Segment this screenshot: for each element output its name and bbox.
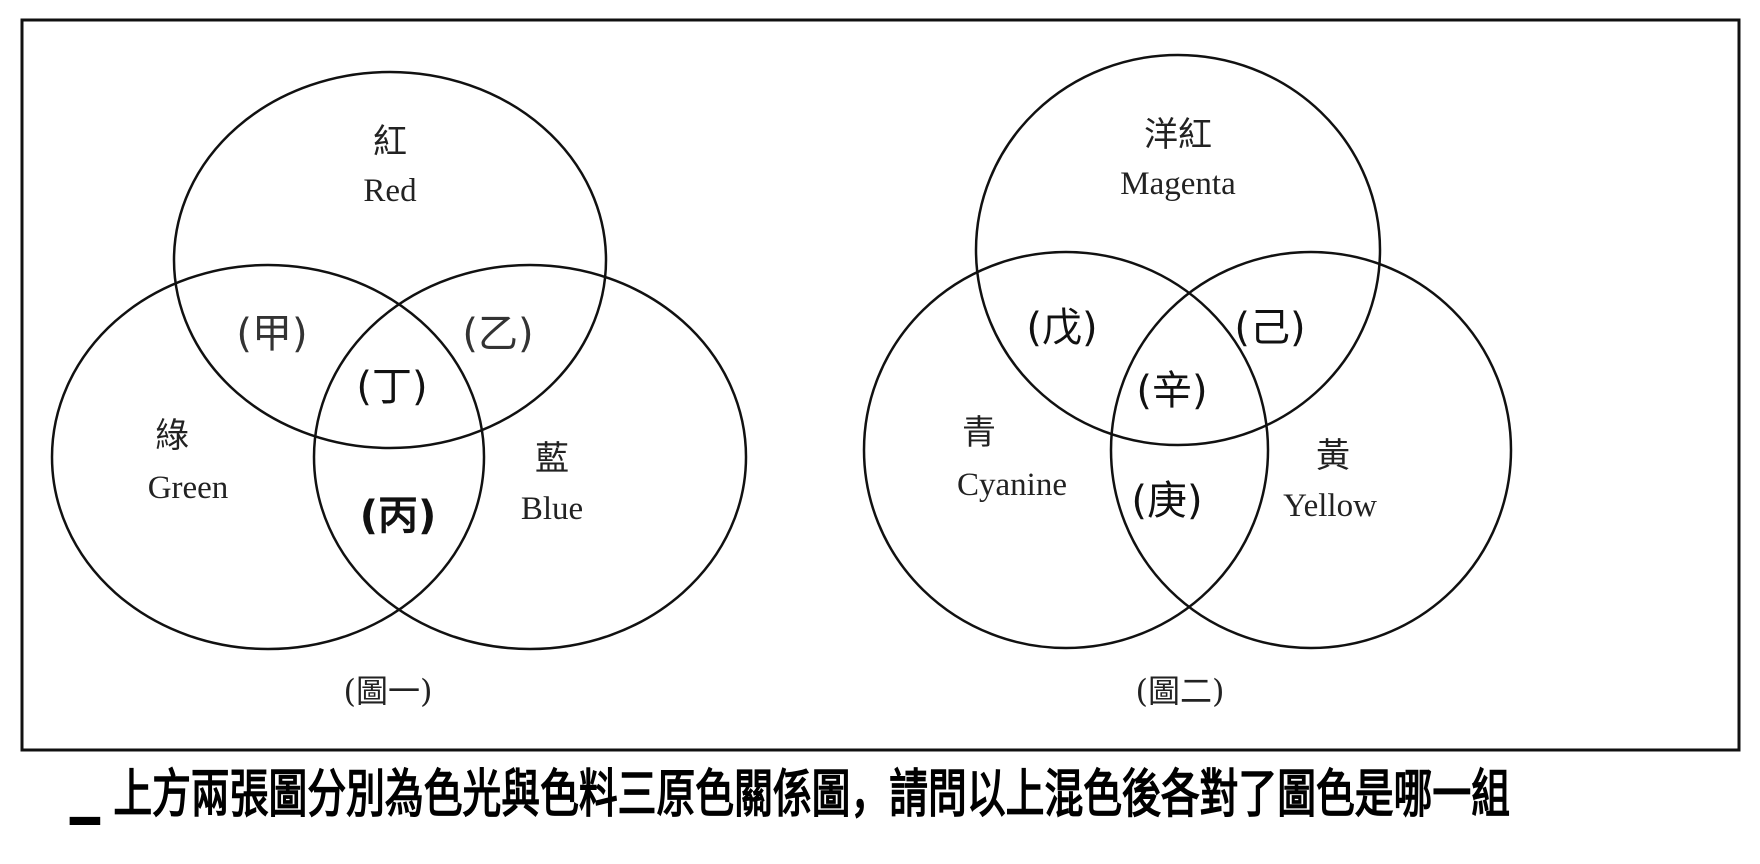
blue-label-zh: 藍 <box>535 439 569 479</box>
green-circle <box>50 263 486 651</box>
figure-two-caption: (圖二) <box>1136 672 1225 710</box>
red-label-en: Red <box>363 173 417 209</box>
cyan-label-en: Cyanine <box>957 467 1067 503</box>
region-label-ding: (丁) <box>356 364 427 410</box>
blue-label-en: Blue <box>521 491 583 527</box>
figure-one: 紅 Red 綠 Green 藍 Blue (甲) (乙) (丁) (丙) (圖一… <box>50 70 748 710</box>
region-label-ji: (己) <box>1234 305 1305 351</box>
region-label-bing: (丙) <box>360 493 437 539</box>
region-label-jia: (甲) <box>236 311 307 357</box>
figure-frame <box>20 18 1741 752</box>
yellow-circle <box>1109 250 1513 650</box>
cyan-circle <box>862 250 1270 650</box>
magenta-circle <box>974 53 1382 447</box>
yellow-label-en: Yellow <box>1283 488 1377 524</box>
green-label-zh: 綠 <box>155 416 189 456</box>
figure-two: 洋紅 Magenta 青 Cyanine 黃 Yellow (戊) (己) (辛… <box>862 53 1513 710</box>
region-label-geng: (庚) <box>1131 478 1202 524</box>
red-circle <box>172 70 608 450</box>
figure-one-caption: (圖一) <box>344 672 433 710</box>
region-label-yi: (乙) <box>462 311 533 357</box>
question-text: ▁ 上方兩張圖分別為色光與色料三原色關係圖，請問以上混色後各對了圖色是哪一組 <box>69 765 1510 825</box>
green-label-en: Green <box>148 470 229 506</box>
region-label-wu: (戊) <box>1026 305 1097 351</box>
blue-circle <box>312 263 748 651</box>
red-label-zh: 紅 <box>373 122 407 162</box>
yellow-label-zh: 黃 <box>1316 436 1350 476</box>
region-label-xin: (辛) <box>1136 368 1207 414</box>
magenta-label-zh: 洋紅 <box>1144 115 1212 155</box>
cyan-label-zh: 青 <box>962 413 996 453</box>
magenta-label-en: Magenta <box>1120 166 1236 202</box>
